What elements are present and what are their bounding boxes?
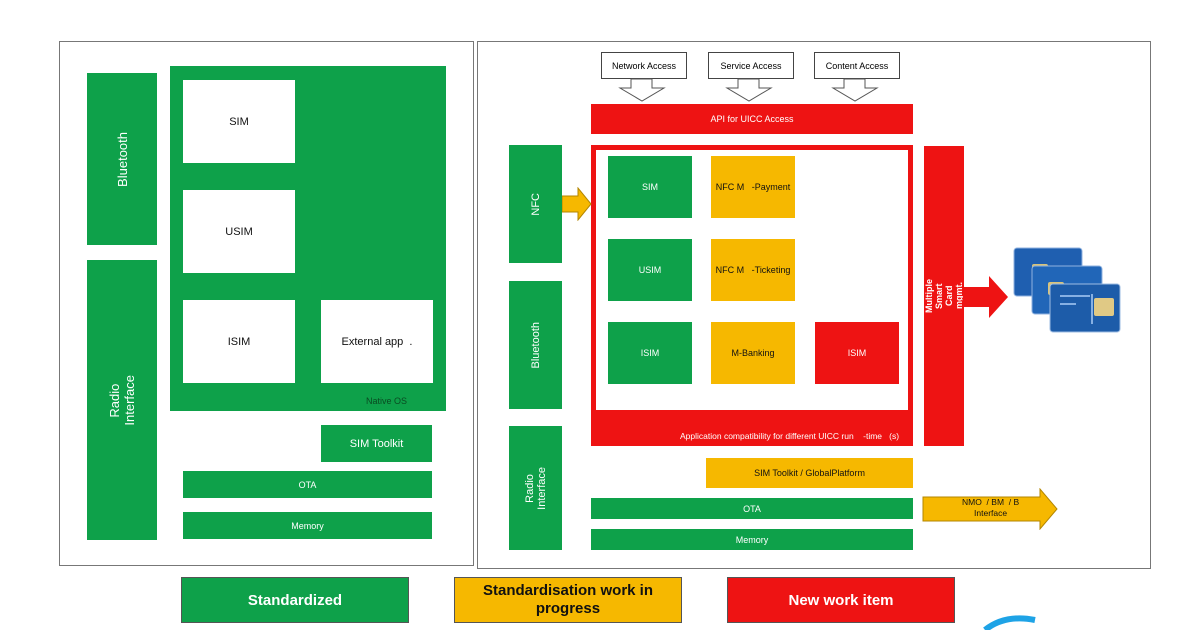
external-app-label: External app . xyxy=(341,335,413,348)
right-bluetooth-block: Bluetooth xyxy=(509,281,562,409)
left-ota-block: OTA xyxy=(183,471,432,498)
legend-standardized-label: Standardized xyxy=(247,591,343,609)
m-banking-label: M-Banking xyxy=(731,348,775,358)
right-ota-block: OTA xyxy=(591,498,913,519)
nfc-payment-box: NFC M -Payment xyxy=(711,156,795,218)
left-radio-interface-label: Radio Interface xyxy=(107,374,137,426)
network-access-label: Network Access xyxy=(611,60,677,71)
corner-swoosh-icon xyxy=(983,615,1036,630)
left-isim-label: ISIM xyxy=(227,335,251,348)
nfc-ticketing-label: NFC M -Ticketing xyxy=(715,265,791,275)
nfc-payment-label: NFC M -Payment xyxy=(715,182,791,192)
right-memory-label: Memory xyxy=(735,534,769,545)
service-access-label: Service Access xyxy=(720,60,782,71)
legend-new-work: New work item xyxy=(727,577,955,623)
right-sim-box: SIM xyxy=(608,156,692,218)
right-ota-label: OTA xyxy=(743,503,761,514)
right-usim-box: USIM xyxy=(608,239,692,301)
right-bluetooth-label: Bluetooth xyxy=(529,321,542,369)
red-isim-box: ISIM xyxy=(815,322,899,384)
left-usim-box: USIM xyxy=(183,190,295,273)
api-uicc-label: API for UICC Access xyxy=(710,114,794,124)
nmo-interface-arrow-icon xyxy=(922,488,1058,530)
sim-cards-icon xyxy=(1013,247,1121,333)
left-sim-box: SIM xyxy=(183,80,295,163)
left-radio-interface-block: Radio Interface xyxy=(87,260,157,540)
multiple-smart-card-label: Multiple Smart Card mgmt. xyxy=(924,279,964,313)
right-radio-interface-label: Radio Interface xyxy=(523,466,548,510)
left-ota-label: OTA xyxy=(298,479,317,490)
sim-toolkit-gp-label: SIM Toolkit / GlobalPlatform xyxy=(754,468,865,478)
legend-standardized: Standardized xyxy=(181,577,409,623)
content-access-box: Content Access xyxy=(814,52,900,79)
left-sim-label: SIM xyxy=(229,115,249,128)
api-uicc-bar: API for UICC Access xyxy=(591,104,913,134)
smart-card-arrow-icon xyxy=(963,276,1008,318)
right-isim-label: ISIM xyxy=(640,348,660,358)
nfc-block: NFC xyxy=(509,145,562,263)
left-sim-toolkit-label: SIM Toolkit xyxy=(349,437,404,450)
left-sim-toolkit-block: SIM Toolkit xyxy=(321,425,432,462)
multiple-smart-card-block: Multiple Smart Card mgmt. xyxy=(924,146,964,446)
left-memory-label: Memory xyxy=(291,520,324,531)
service-down-arrow-icon xyxy=(725,78,773,102)
legend-in-progress: Standardisation work in progress xyxy=(454,577,682,623)
left-memory-block: Memory xyxy=(183,512,432,539)
right-memory-block: Memory xyxy=(591,529,913,550)
legend-new-work-label: New work item xyxy=(788,591,894,609)
right-sim-label: SIM xyxy=(641,182,658,192)
content-down-arrow-icon xyxy=(831,78,879,102)
network-access-box: Network Access xyxy=(601,52,687,79)
network-down-arrow-icon xyxy=(618,78,666,102)
native-os-label: Native OS xyxy=(366,396,408,406)
access-down-arrows xyxy=(618,78,879,102)
right-usim-label: USIM xyxy=(638,265,662,275)
external-app-box: External app . xyxy=(321,300,433,383)
content-access-label: Content Access xyxy=(825,60,889,71)
right-isim-box: ISIM xyxy=(608,322,692,384)
nfc-ticketing-box: NFC M -Ticketing xyxy=(711,239,795,301)
left-usim-label: USIM xyxy=(225,225,253,238)
app-compat-label: Application compatibility for different … xyxy=(680,431,900,441)
left-bluetooth-label: Bluetooth xyxy=(114,131,130,187)
right-radio-interface-block: Radio Interface xyxy=(509,426,562,550)
m-banking-box: M-Banking xyxy=(711,322,795,384)
nfc-label: NFC xyxy=(529,192,542,216)
service-access-box: Service Access xyxy=(708,52,794,79)
red-isim-label: ISIM xyxy=(847,348,867,358)
left-bluetooth-block: Bluetooth xyxy=(87,73,157,245)
legend-in-progress-label: Standardisation work in progress xyxy=(482,582,654,617)
sim-toolkit-gp-block: SIM Toolkit / GlobalPlatform xyxy=(706,458,913,488)
nfc-arrow-icon xyxy=(562,187,592,221)
nmo-interface-label: NMO / BM / B Interface xyxy=(962,497,1020,518)
left-isim-box: ISIM xyxy=(183,300,295,383)
